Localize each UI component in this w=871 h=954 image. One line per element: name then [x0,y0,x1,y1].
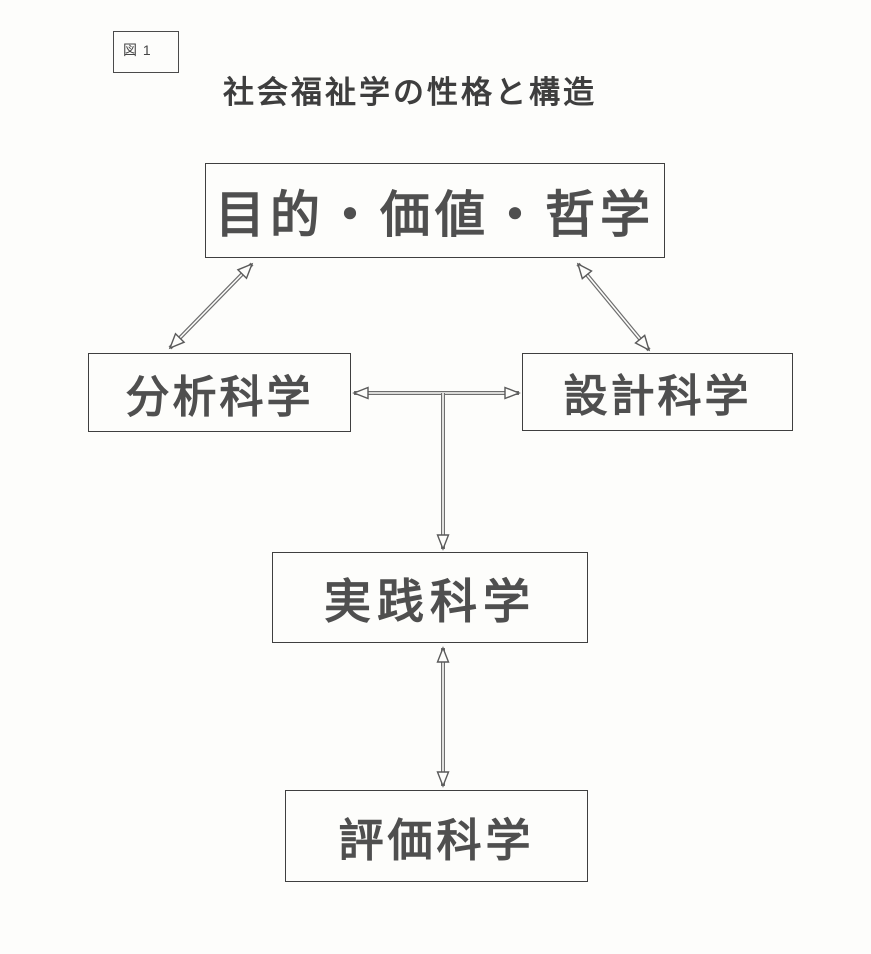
node-label: 設計科学 [563,372,752,421]
diagram-title: 社会福祉学の性格と構造 [223,75,597,110]
node-practice-science: 実践科学 [272,552,588,643]
node-evaluation-science: 評価科学 [285,790,588,882]
node-label: 実践科学 [324,575,536,628]
node-label: 分析科学 [125,372,314,422]
arrow-purpose-design [576,262,651,352]
arrow-practice-evaluation [436,646,450,788]
node-label: 評価科学 [338,814,535,866]
arrow-junction-practice [436,393,450,551]
figure-label-box: 図 1 [113,31,179,73]
arrow-purpose-analysis [168,262,254,350]
node-purpose-value-philosophy: 目的・価値・哲学 [205,163,665,258]
node-label: 目的・価値・哲学 [215,186,655,243]
arrow-analysis-design [352,386,521,400]
figure-label: 図 1 [123,42,152,58]
node-analytical-science: 分析科学 [88,353,351,432]
node-design-science: 設計科学 [522,353,793,431]
